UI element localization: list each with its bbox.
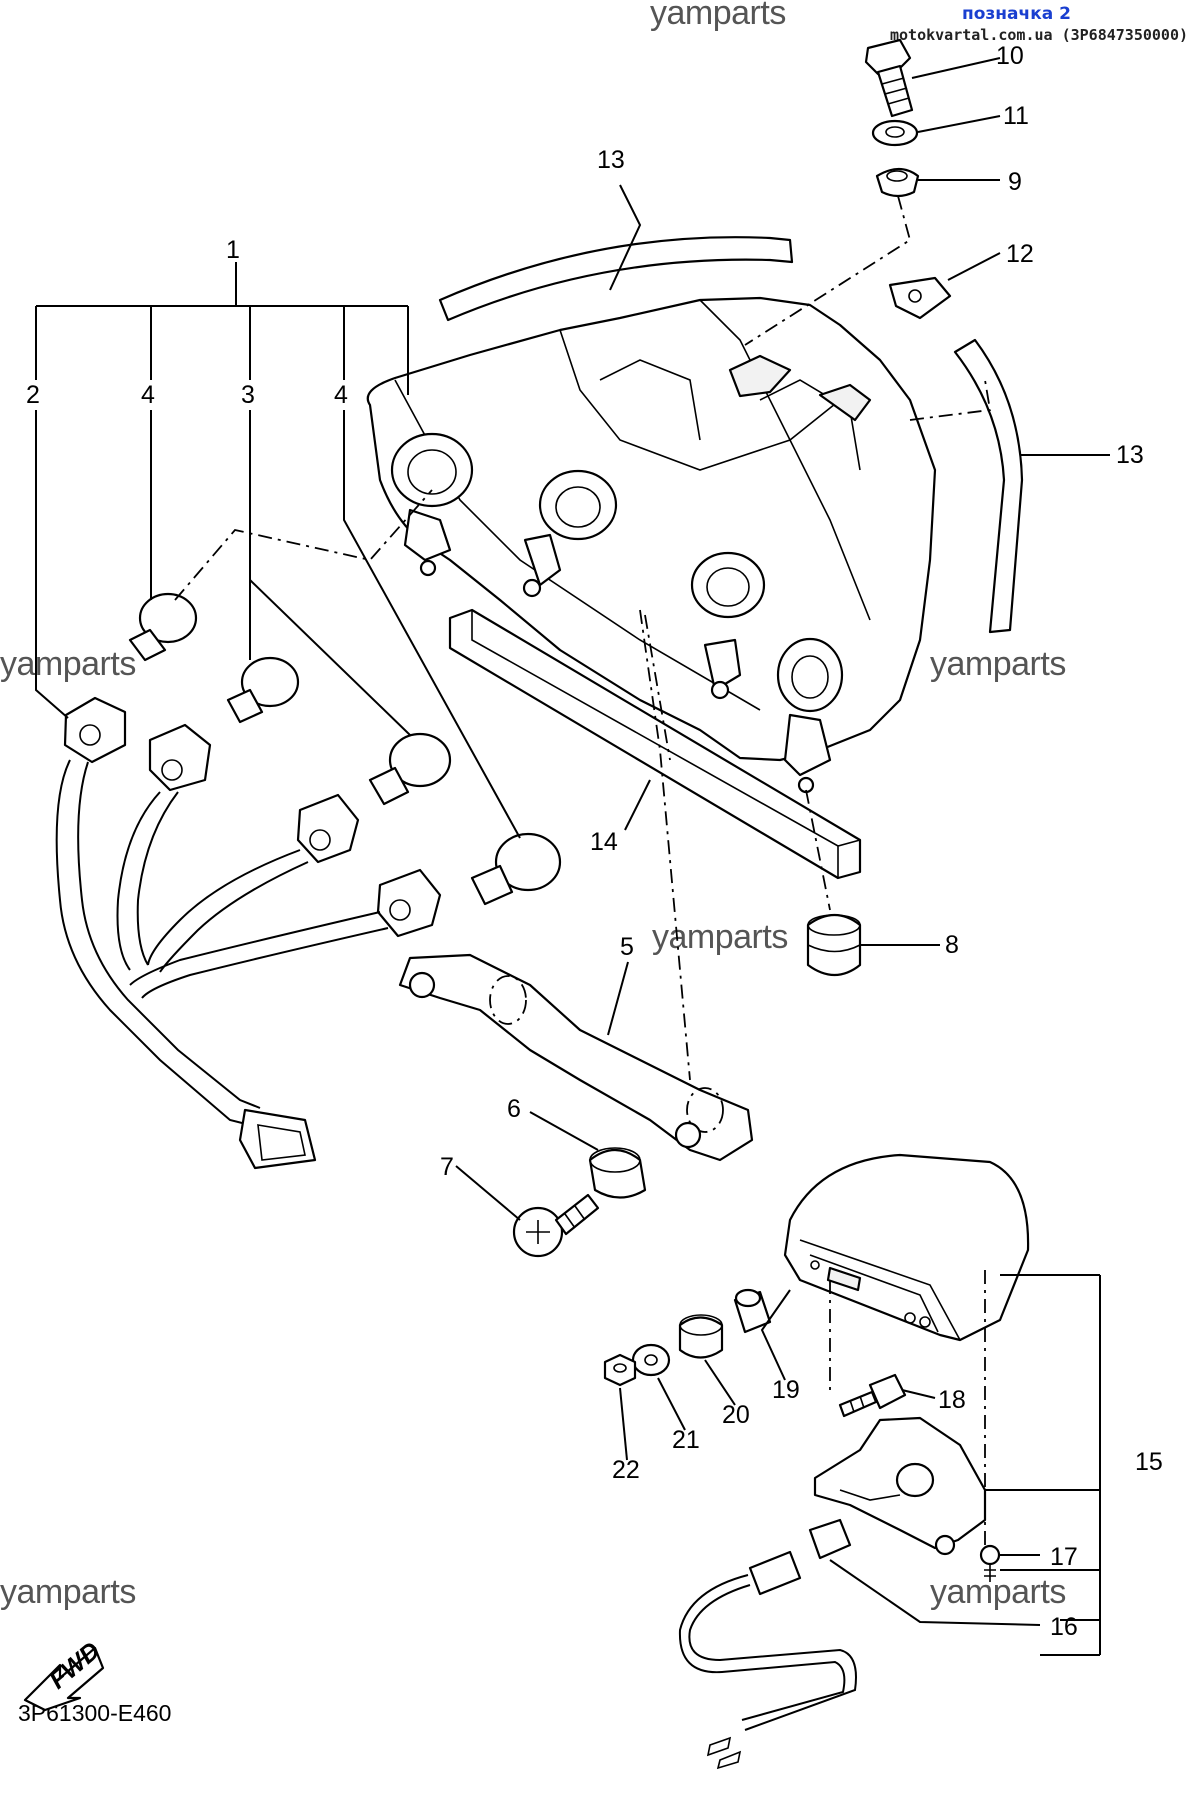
- callout-10: 10: [996, 42, 1024, 70]
- bolt-10: [864, 38, 914, 118]
- part-tag-label: позначка 2: [962, 4, 1071, 24]
- bulb-3: [226, 656, 300, 724]
- callout-1: 1: [226, 236, 240, 264]
- watermark: yamparts: [930, 1573, 1066, 1611]
- callout-8: 8: [945, 931, 959, 959]
- bolt-18: [838, 1373, 907, 1418]
- socket-middle: [296, 793, 360, 864]
- bulb-4-middle: [368, 732, 452, 806]
- socket-upper: [148, 723, 212, 792]
- tail-light-housing: [366, 296, 937, 794]
- source-reference: motokvartal.com.ua (3P6847350000): [890, 26, 1189, 44]
- watermark: yamparts: [930, 645, 1066, 683]
- seal-strip-13-right: [953, 338, 1024, 634]
- callout-12: 12: [1006, 240, 1034, 268]
- washer-21: [631, 1343, 671, 1377]
- callout-13: 13: [597, 146, 625, 174]
- callout-11: 11: [1003, 102, 1029, 130]
- callout-22: 22: [612, 1456, 640, 1484]
- callout-4: 4: [334, 381, 348, 409]
- callout-18: 18: [938, 1386, 966, 1414]
- callout-7: 7: [440, 1153, 454, 1181]
- grommet-6: [588, 1147, 647, 1199]
- grommet-8: [806, 913, 862, 977]
- license-bulb-16: [678, 1518, 857, 1770]
- washer-11: [871, 119, 919, 147]
- spacer-19: [733, 1288, 772, 1334]
- callout-3: 3: [241, 381, 255, 409]
- screw-17: [979, 1544, 1001, 1582]
- callout-15: 15: [1135, 1448, 1163, 1476]
- callout-9: 9: [1008, 168, 1022, 196]
- bracket-5: [398, 953, 754, 1162]
- socket-lower: [376, 868, 442, 938]
- callout-5: 5: [620, 933, 634, 961]
- seal-strip-13-upper: [438, 236, 794, 322]
- license-light-housing: [783, 1153, 1030, 1342]
- callout-13: 13: [1116, 441, 1144, 469]
- callout-6: 6: [507, 1095, 521, 1123]
- bulb-4-lower: [470, 832, 562, 906]
- callout-21: 21: [672, 1426, 700, 1454]
- seal-strip-14: [448, 608, 862, 880]
- watermark: yamparts: [0, 1573, 136, 1611]
- nut-22: [603, 1353, 637, 1387]
- nut-clip-12: [888, 276, 952, 320]
- callout-numbers: 1 2 3 4 4 5 6 7 8 9 10 11 12 13 13 14 15…: [26, 42, 1163, 1641]
- license-light-lens: [813, 1416, 987, 1556]
- callout-4: 4: [141, 381, 155, 409]
- fwd-arrow-icon: [23, 1646, 105, 1712]
- callout-2: 2: [26, 381, 40, 409]
- watermark: yamparts: [652, 918, 788, 956]
- grommet-20: [678, 1314, 724, 1359]
- callout-17: 17: [1050, 1543, 1078, 1571]
- watermark: yamparts: [0, 645, 136, 683]
- callout-16: 16: [1050, 1613, 1078, 1641]
- wire-harness: [55, 759, 389, 1170]
- watermark: yamparts: [650, 0, 786, 32]
- screw-7: [512, 1193, 600, 1258]
- leader-lines: [35, 57, 1110, 1656]
- callout-14: 14: [590, 828, 618, 856]
- socket-2: [63, 696, 127, 764]
- bulb-4-upper: [128, 592, 198, 662]
- collar-9: [875, 167, 920, 198]
- callout-19: 19: [772, 1376, 800, 1404]
- callout-20: 20: [722, 1401, 750, 1429]
